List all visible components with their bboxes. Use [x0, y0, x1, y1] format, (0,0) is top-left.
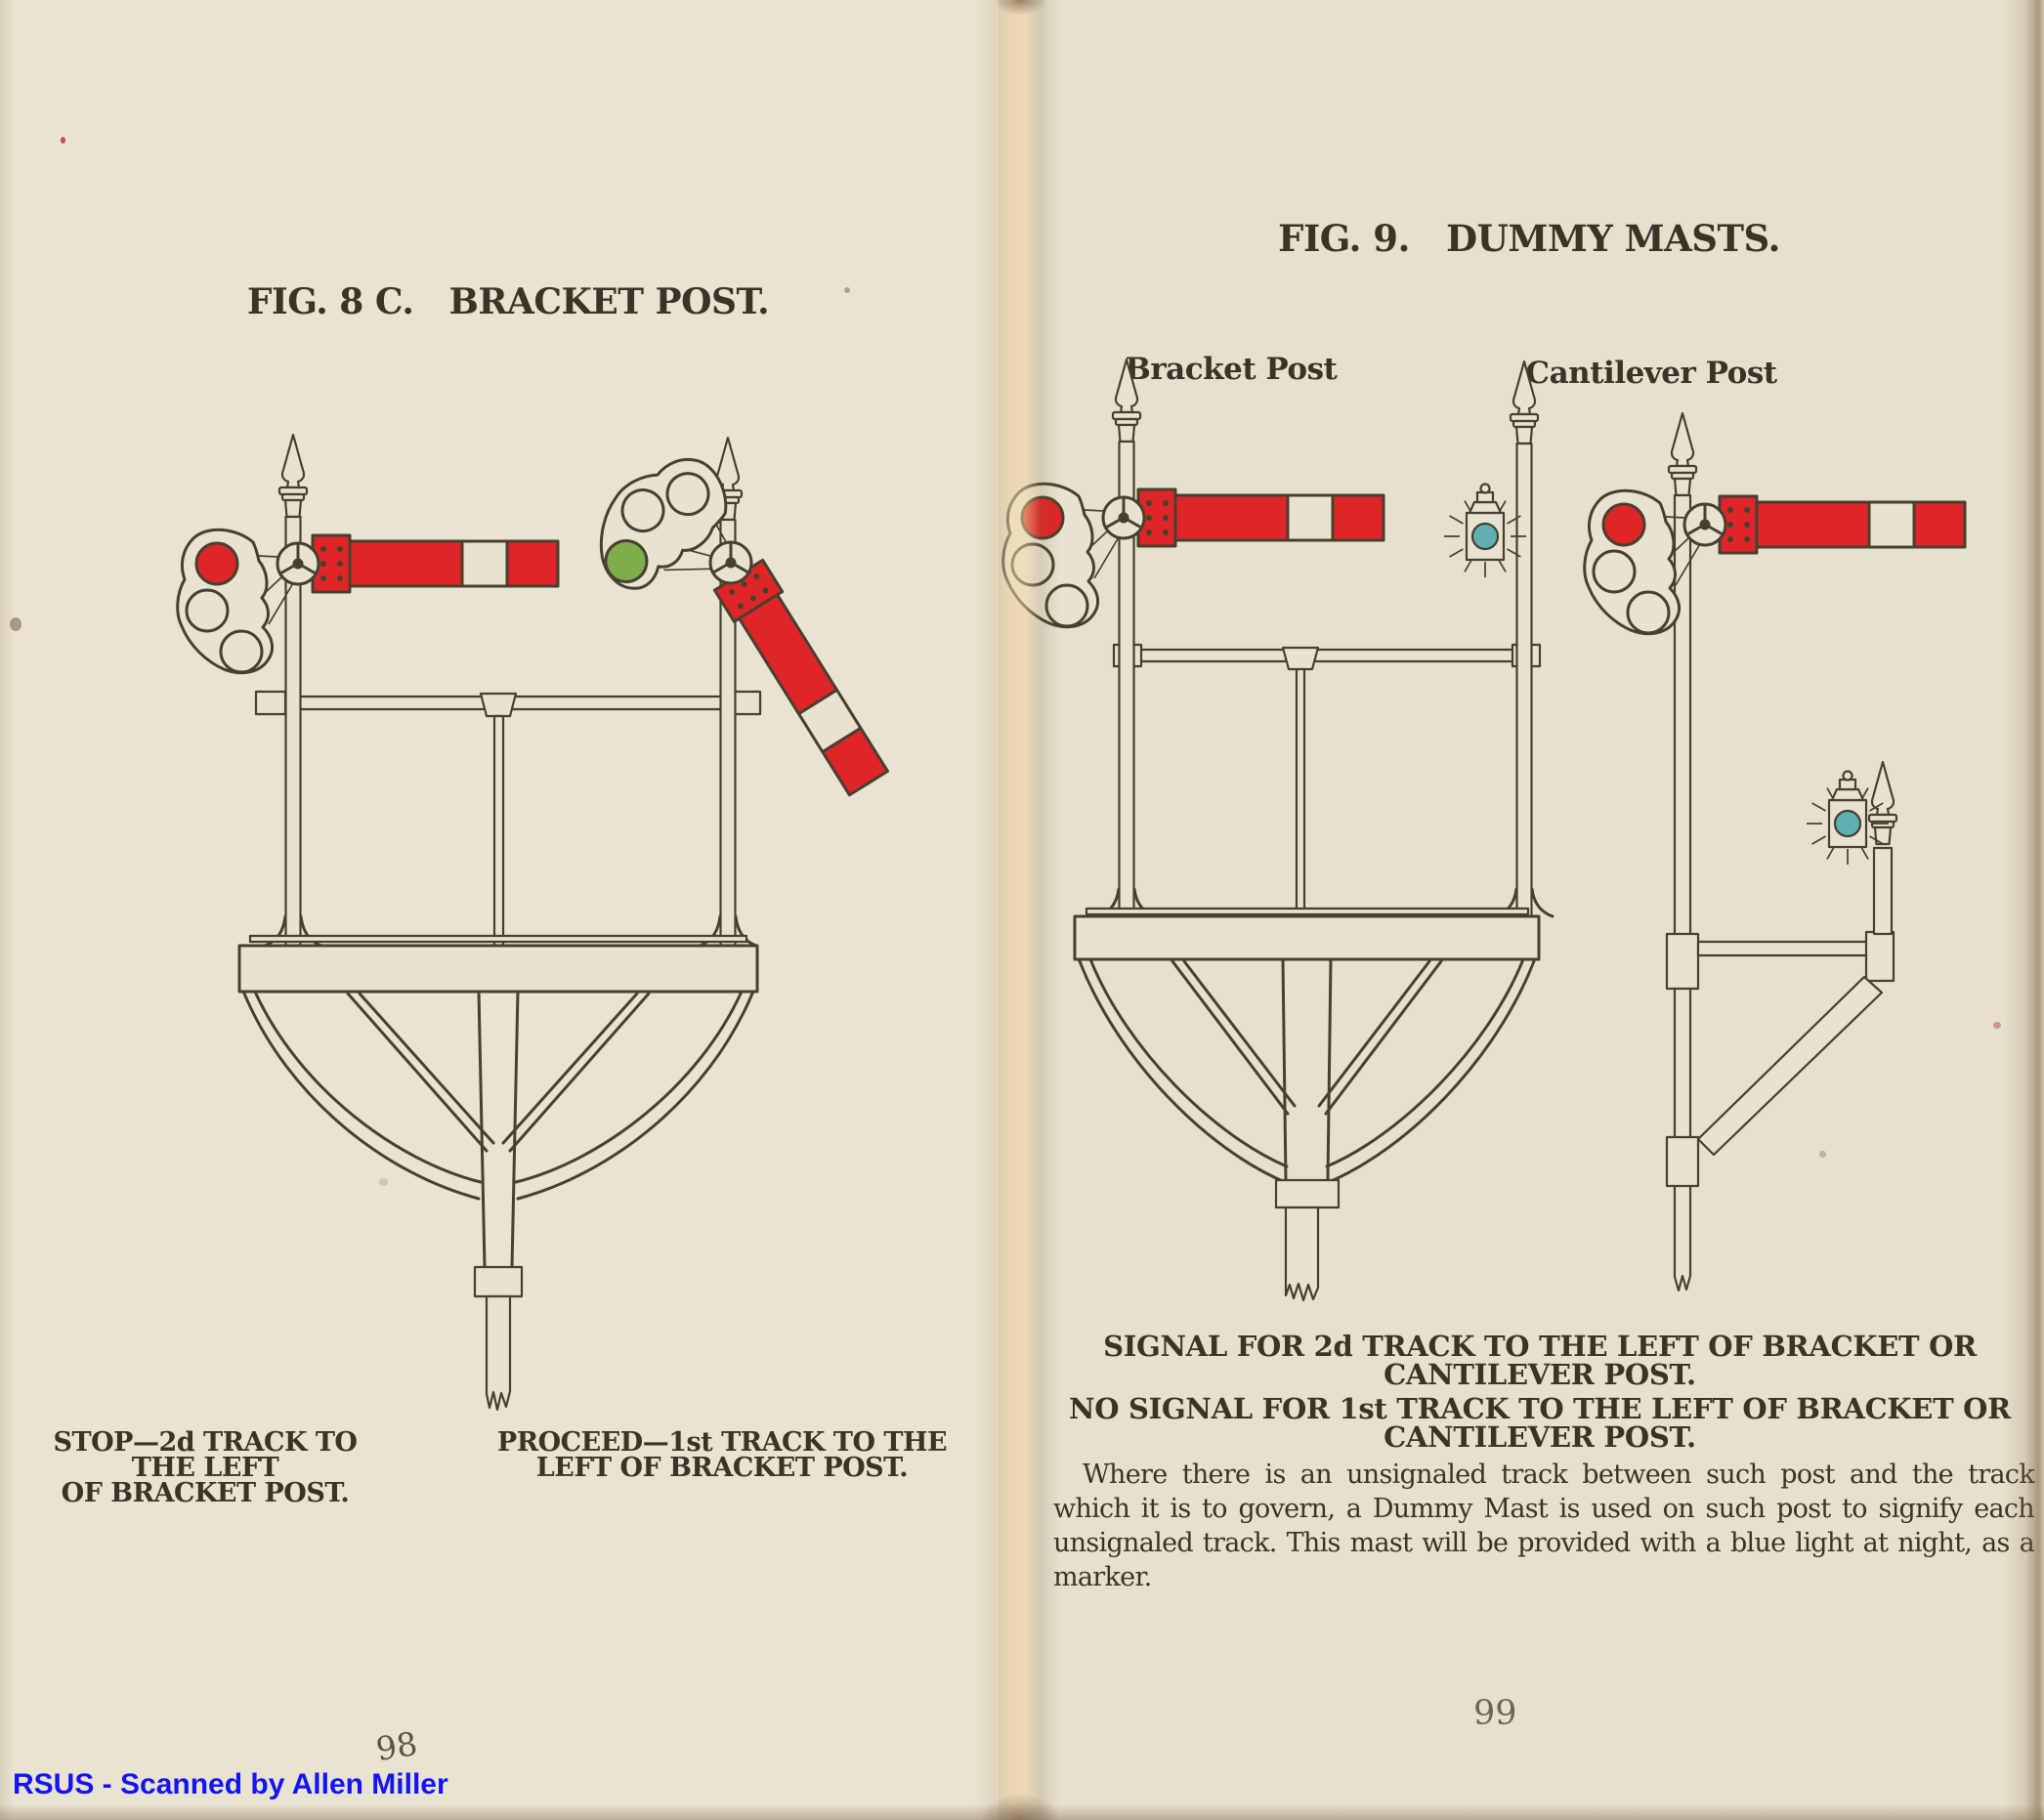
green-lens: [604, 539, 649, 584]
caption-signal: SIGNAL FOR 2d TRACK TO THE LEFT OF BRACK…: [1055, 1333, 2024, 1389]
arm-end-joint: [1864, 930, 1895, 983]
tie-bar: [254, 690, 762, 948]
dummy-mast: [1805, 760, 1898, 936]
red-lens: [194, 541, 239, 586]
center-mast: [473, 990, 524, 1412]
right-doll-post: [1494, 360, 1554, 918]
center-mast: [1274, 957, 1341, 1302]
diagonal-brace: [1696, 975, 1884, 1157]
left-doll-post: [263, 433, 323, 948]
caption-stop-line2: OF BRACKET POST.: [61, 1478, 350, 1508]
fig-8c-title: FIG. 8 C. BRACKET POST.: [246, 281, 770, 322]
caption-proceed-line2: LEFT OF BRACKET POST.: [535, 1453, 909, 1483]
red-lens: [1020, 495, 1065, 540]
caption-signal-line2: CANTILEVER POST.: [1384, 1358, 1696, 1391]
walkway: [248, 934, 748, 944]
dummy-mast-lamp-bracket: [1442, 483, 1528, 579]
fig-9-title: FIG. 9. DUMMY MASTS.: [1278, 217, 1780, 260]
label-cantilever-post: Cantilever Post: [1525, 356, 1777, 391]
caption-stop: STOP—2d TRACK TO THE LEFT OF BRACKET POS…: [18, 1427, 393, 1508]
cantilever-post-diagram: [1583, 411, 1967, 1292]
red-lens: [1601, 502, 1646, 547]
fig-9-diagram: [1001, 358, 1967, 1302]
caption-signal-line1: SIGNAL FOR 2d TRACK TO THE LEFT OF BRACK…: [1103, 1330, 1977, 1363]
semaphore-stop: [1001, 482, 1385, 629]
curved-legs: [1078, 957, 1536, 1184]
page-number-98: 98: [373, 1723, 420, 1769]
semaphore-arm-horizontal: [311, 533, 560, 594]
left-doll-post: [1096, 358, 1157, 918]
semaphore-arm-horizontal: [1718, 494, 1967, 555]
semaphore-stop: [176, 528, 560, 675]
label-bracket-post: Bracket Post: [1125, 352, 1338, 387]
caption-no-signal: NO SIGNAL FOR 1st TRACK TO THE LEFT OF B…: [1055, 1395, 2024, 1452]
main-post: [1665, 411, 1700, 1292]
cantilever-arm: [1696, 940, 1874, 957]
page-number-99: 99: [1473, 1694, 1517, 1733]
caption-proceed: PROCEED—1st TRACK TO THE LEFT OF BRACKET…: [406, 1427, 1038, 1483]
walkway: [1085, 907, 1530, 916]
scan-credit: RSUS - Scanned by Allen Miller: [13, 1768, 448, 1800]
bracket-post-diagram: [1001, 358, 1554, 1302]
fig-8c-diagram: [176, 433, 889, 1412]
platform-beam: [1073, 914, 1541, 961]
caption-proceed-line1: PROCEED—1st TRACK TO THE: [496, 1427, 948, 1458]
semaphore-proceed: [599, 458, 889, 797]
caption-no-signal-line2: CANTILEVER POST.: [1384, 1420, 1696, 1454]
semaphore-arm-inclined: [712, 558, 889, 797]
platform-beam: [237, 944, 759, 994]
caption-no-signal-line1: NO SIGNAL FOR 1st TRACK TO THE LEFT OF B…: [1069, 1392, 2011, 1425]
dummy-mast-paragraph: Where there is an unsignaled track betwe…: [1053, 1460, 2035, 1592]
caption-stop-line1: STOP—2d TRACK TO THE LEFT: [53, 1427, 358, 1483]
tie-bar: [1112, 643, 1542, 918]
curved-legs: [242, 990, 754, 1201]
semaphore-arm-horizontal: [1136, 487, 1385, 548]
semaphore-stop: [1583, 488, 1967, 636]
